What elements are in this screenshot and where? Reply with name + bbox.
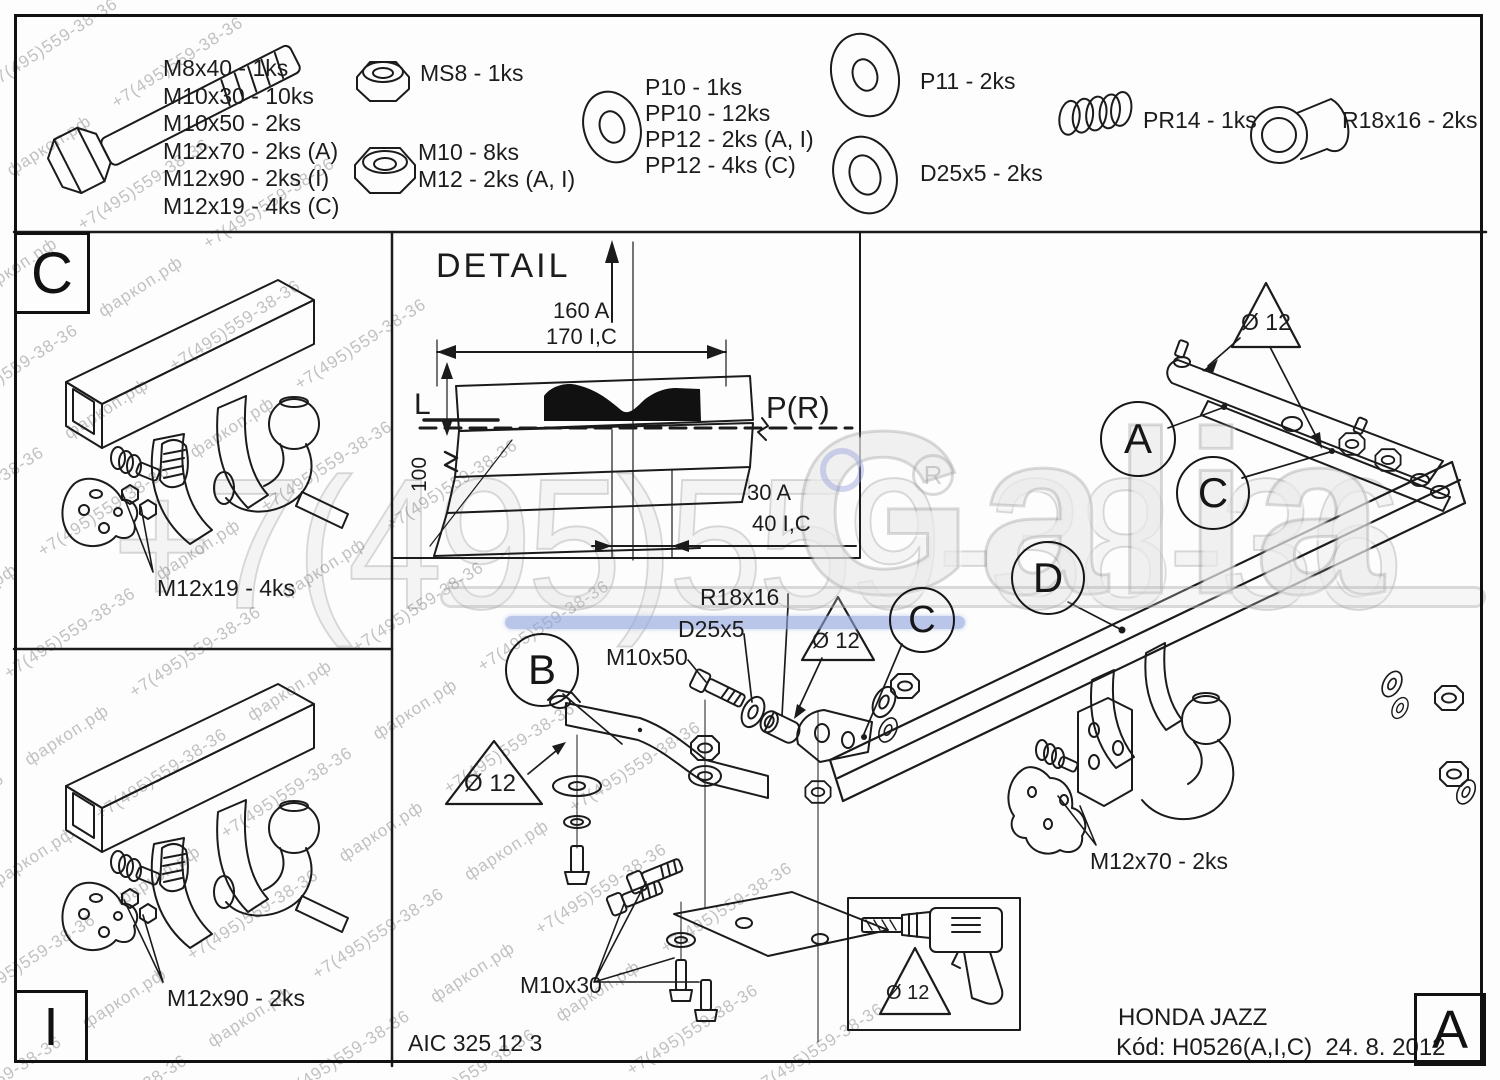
registered-trademark-icon: R bbox=[912, 454, 954, 496]
washer-size: PP10 - 12ks bbox=[645, 100, 771, 126]
detail-drawing bbox=[418, 240, 857, 561]
spring-icon bbox=[1058, 91, 1133, 136]
panel-c-letter: C bbox=[14, 232, 90, 314]
bolt-size: M10x50 - 2ks bbox=[163, 110, 302, 136]
right-towbar-hook bbox=[1007, 642, 1480, 855]
sheet-letter: A bbox=[1414, 993, 1486, 1066]
watermark-brand-logo: Galia bbox=[790, 383, 1390, 645]
washer-size: PP12 - 4ks (C) bbox=[645, 152, 796, 178]
washer-large-label: P11 - 2ks bbox=[920, 68, 1016, 94]
document-code: Kód: H0526(A,I,C) 24. 8. 2012 bbox=[1116, 1034, 1446, 1061]
main-crossbar bbox=[828, 460, 1467, 803]
bolt-size: M8x40 - 1ks bbox=[163, 55, 289, 81]
label-r18x16: R18x16 bbox=[700, 584, 780, 610]
side-left-label: L bbox=[414, 388, 431, 421]
section-dividers bbox=[12, 230, 1488, 1068]
spring-label: PR14 - 1ks bbox=[1143, 107, 1257, 133]
diameter-mark-mid: Ø 12 bbox=[812, 628, 860, 653]
diameter-mark-drill: Ø 12 bbox=[886, 982, 930, 1004]
nut-size: M12 - 2ks (A, I) bbox=[418, 166, 576, 192]
label-d25x5: D25x5 bbox=[678, 616, 745, 642]
callout-c-right: C bbox=[1176, 456, 1250, 530]
panel-i-part-label: M12x90 - 2ks bbox=[167, 985, 306, 1011]
callout-d: D bbox=[1011, 541, 1085, 615]
bolt-size: M12x70 - 2ks (A) bbox=[163, 137, 339, 164]
panel-c-towbar bbox=[61, 279, 350, 573]
hardware-m10x50-axis bbox=[688, 667, 920, 746]
panel-i-towbar bbox=[61, 683, 350, 983]
callout-a: A bbox=[1100, 401, 1176, 477]
leader-lines bbox=[527, 337, 1335, 775]
dim-100: 100 bbox=[408, 456, 431, 492]
bolt-size: M12x90 - 2ks (I) bbox=[163, 165, 330, 191]
washer-size: PP12 - 2ks (A, I) bbox=[645, 126, 814, 152]
dim-160a: 160 A bbox=[553, 298, 610, 323]
label-m10x50: M10x50 bbox=[606, 644, 688, 670]
nut-size: M10 - 8ks bbox=[418, 139, 519, 165]
locknut-icon bbox=[356, 61, 410, 102]
center-bracket bbox=[796, 709, 873, 763]
vertical-hardware-stacks bbox=[552, 699, 889, 1043]
drill-icon bbox=[861, 907, 1004, 1005]
washer-p10-icon bbox=[582, 90, 642, 164]
side-right-label: P(R) bbox=[766, 390, 830, 425]
watermark-underline-blue bbox=[505, 616, 965, 629]
bolt-size: M10x30 - 10ks bbox=[163, 82, 314, 109]
detail-title: DETAIL bbox=[436, 247, 571, 285]
bolt-size-list: M8x40 - 1ks M10x30 - 10ks M10x50 - 2ks M… bbox=[163, 55, 339, 220]
label-m12x70: M12x70 - 2ks bbox=[1090, 848, 1229, 874]
washer-list: P10 - 1ks PP10 - 12ks PP12 - 2ks (A, I) … bbox=[645, 74, 814, 178]
callout-c-mid: C bbox=[889, 587, 955, 653]
locknut-label: MS8 - 1ks bbox=[420, 60, 524, 86]
nut-icon bbox=[354, 147, 416, 194]
upper-reinforcement-strip bbox=[1166, 339, 1451, 512]
washer-thick-label: D25x5 - 2ks bbox=[920, 160, 1043, 186]
bolt-size: M12x19 - 4ks (C) bbox=[163, 192, 340, 219]
diameter-mark-top: Ø 12 bbox=[1241, 309, 1291, 335]
washer-d25-icon bbox=[832, 135, 898, 215]
washer-p11-icon bbox=[830, 32, 900, 118]
diameter-mark-left: Ø 12 bbox=[464, 770, 517, 797]
drawing-number: AIC 325 12 3 bbox=[408, 1030, 543, 1056]
callout-b: B bbox=[505, 633, 579, 707]
washer-size: P10 - 1ks bbox=[645, 74, 743, 100]
vehicle-name: HONDA JAZZ bbox=[1118, 1004, 1268, 1031]
watermark-underline-gray bbox=[440, 586, 1486, 608]
label-m10x30: M10x30 bbox=[520, 972, 602, 998]
dim-30a: 30 A bbox=[747, 480, 792, 505]
bushing-label: R18x16 - 2ks bbox=[1342, 107, 1478, 133]
panel-c-part-label: M12x19 - 4ks bbox=[157, 575, 296, 601]
dim-170ic: 170 I,C bbox=[546, 324, 617, 349]
bushing-icon bbox=[1250, 98, 1350, 164]
nut-list: M10 - 8ks M12 - 2ks (A, I) bbox=[418, 139, 575, 193]
dim-40ic: 40 I,C bbox=[752, 511, 811, 536]
bolt-icon bbox=[47, 44, 301, 195]
panel-i-letter: I bbox=[14, 990, 88, 1063]
watermark-ring-icon bbox=[820, 448, 864, 492]
